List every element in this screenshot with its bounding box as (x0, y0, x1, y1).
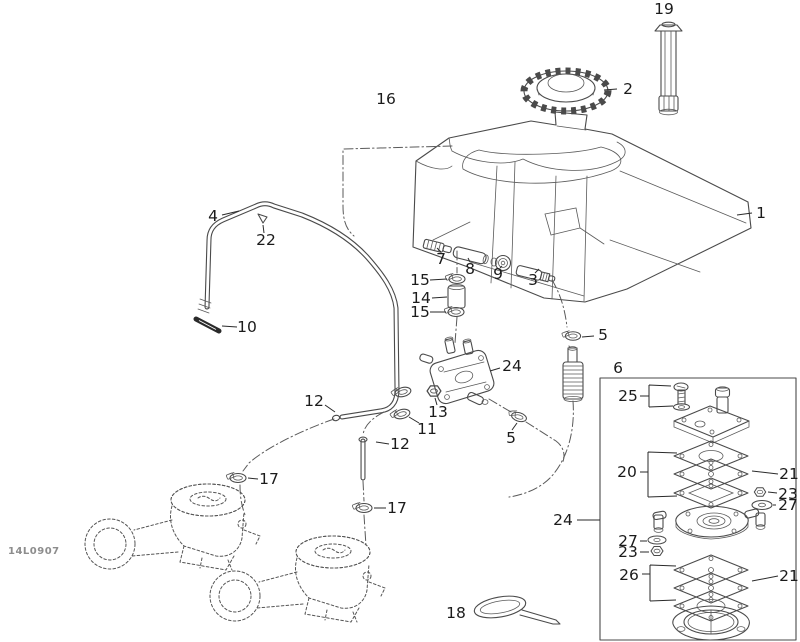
sleeve-14 (447, 283, 466, 309)
hose-segment-1 (331, 414, 341, 422)
fuel-tank (412, 111, 752, 303)
callout-leader-12 (324, 404, 336, 413)
carburetor-ghost-1 (84, 483, 261, 571)
fuel-cap (520, 67, 612, 115)
callout-leader-9 (499, 265, 503, 269)
callout-leader-8 (467, 257, 471, 263)
callout-2: 2 (623, 80, 633, 98)
drawing-code: 14L0907 (8, 546, 60, 557)
callout-leader-21-2 (751, 575, 779, 582)
callout-16: 16 (376, 90, 396, 108)
fuel-line (197, 201, 400, 420)
callout-leader-14 (431, 296, 448, 299)
callout-leader-22 (262, 224, 265, 234)
cable-tie (473, 595, 561, 625)
carburetor-ghost-2 (209, 535, 386, 623)
callout-leader-12-2 (375, 441, 390, 445)
callout-24-2: 24 (553, 511, 573, 529)
callout-21: 21 (779, 465, 799, 483)
callout-9: 9 (493, 265, 503, 283)
hose-clamp-11a (389, 384, 413, 400)
callout-26: 26 (619, 566, 639, 584)
callout-bracket-2 (640, 451, 678, 498)
callout-20: 20 (617, 463, 637, 481)
callout-18: 18 (446, 604, 466, 622)
callout-7: 7 (436, 250, 446, 268)
kit-gasket-set-20 (673, 440, 749, 509)
callout-23: 23 (778, 485, 798, 503)
vent-line-route (342, 145, 453, 237)
callout-19: 19 (654, 0, 674, 18)
hose-clamp-15a (444, 272, 466, 285)
callout-leader-15 (429, 278, 448, 281)
callout-27: 27 (778, 496, 798, 514)
callout-leader-3 (534, 268, 540, 274)
outlet-fitting (422, 238, 452, 254)
callout-21-2: 21 (779, 567, 799, 585)
callout-5-2: 5 (506, 429, 516, 447)
kit-washer-27a (751, 499, 773, 511)
nut-13 (426, 385, 442, 397)
callout-leader-11 (408, 416, 420, 424)
callout-leader-21 (751, 470, 779, 475)
hose-clamp-5a (561, 330, 582, 341)
grommet (490, 254, 512, 272)
callout-1: 1 (756, 204, 766, 222)
kit-boundary-box (599, 377, 797, 641)
callout-24: 24 (502, 357, 522, 375)
valve-fitting (515, 265, 556, 283)
callout-bracket-1 (640, 384, 674, 408)
callout-leader-23 (767, 491, 778, 494)
callout-leader-13 (434, 397, 438, 406)
callout-6: 6 (613, 359, 623, 377)
callout-22: 22 (256, 231, 276, 249)
kit-pump-body (652, 505, 766, 540)
callout-5: 5 (598, 326, 608, 344)
kit-washer-27b (647, 535, 667, 545)
routing-lines (239, 250, 574, 547)
callout-4: 4 (208, 207, 218, 225)
callout-27-2: 27 (618, 532, 638, 550)
primer-rod (193, 316, 222, 334)
hose-segment-2 (358, 436, 368, 481)
callout-11: 11 (417, 420, 437, 438)
callout-15-2: 15 (410, 303, 430, 321)
callout-leader-2 (603, 88, 618, 91)
callout-leader-24 (489, 367, 501, 372)
callout-leader-5-2 (511, 422, 518, 431)
callout-leader-4 (221, 210, 240, 216)
kit-top-cover (673, 386, 750, 444)
callout-leader-1 (736, 212, 753, 216)
callout-13: 13 (428, 403, 448, 421)
callout-leader-17 (247, 477, 259, 480)
hose-clamp-17a (225, 471, 247, 484)
callout-bracket-3 (642, 564, 677, 602)
kit-nut-23a (753, 487, 767, 497)
sleeve-fitting (452, 246, 489, 265)
hose-clamp-17b (351, 501, 373, 514)
inline-fuel-filter (562, 346, 584, 402)
callout-leader-10 (221, 325, 238, 328)
line-clip (257, 213, 268, 224)
callout-leader-5 (581, 335, 595, 338)
callout-23-2: 23 (618, 543, 638, 561)
callout-12: 12 (304, 392, 324, 410)
hose-clamp-15b (443, 305, 465, 318)
kit-nut-23b (650, 545, 664, 557)
callout-12-2: 12 (390, 435, 410, 453)
callout-8: 8 (465, 260, 475, 278)
kit-screw-25 (672, 382, 691, 411)
callout-leader-7 (436, 247, 442, 253)
callout-17-2: 17 (387, 499, 407, 517)
kit-bottom-flange (672, 605, 750, 641)
callout-25: 25 (618, 387, 638, 405)
fuel-gauge-tube (654, 21, 683, 116)
callout-10: 10 (237, 318, 257, 336)
callout-3: 3 (528, 271, 538, 289)
callout-17: 17 (259, 470, 279, 488)
callout-14: 14 (411, 289, 431, 307)
callout-15: 15 (410, 271, 430, 289)
